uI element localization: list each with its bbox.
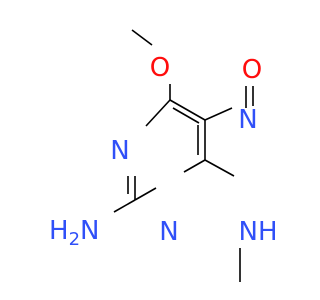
bond-c2-to-amino xyxy=(113,199,136,213)
bond-c4-n3 xyxy=(183,159,206,173)
bond-c5-to-nitroso-nitrogen xyxy=(204,107,233,121)
methoxy-oxygen-label: O xyxy=(150,53,170,83)
amino-nitrogen: N xyxy=(80,216,99,246)
atom-labels: O O N N N H2N NH xyxy=(49,53,278,250)
ring-nitrogen-3-label: N xyxy=(159,217,178,247)
molecule-structure-diagram: O O N N N H2N NH xyxy=(49,29,278,282)
ring-nitrogen-1-label: N xyxy=(110,136,129,166)
bond-c6-c5-inner xyxy=(172,107,200,124)
amino-hydrogen: H xyxy=(49,216,69,246)
nitroso-oxygen-label: O xyxy=(242,55,262,85)
bond-n1-c6 xyxy=(145,99,171,127)
amino-group-label: H2N xyxy=(49,216,99,250)
amino-subscript: 2 xyxy=(69,229,80,250)
bond-c6-c5 xyxy=(169,99,206,121)
bonds xyxy=(113,29,254,282)
methylamino-group-label: NH xyxy=(239,217,278,247)
bond-methyl-to-methoxy-oxygen xyxy=(131,29,153,46)
bond-n3-c2 xyxy=(134,187,157,201)
nitroso-nitrogen-label: N xyxy=(238,105,257,135)
bond-c4-to-methylamino xyxy=(204,159,235,177)
